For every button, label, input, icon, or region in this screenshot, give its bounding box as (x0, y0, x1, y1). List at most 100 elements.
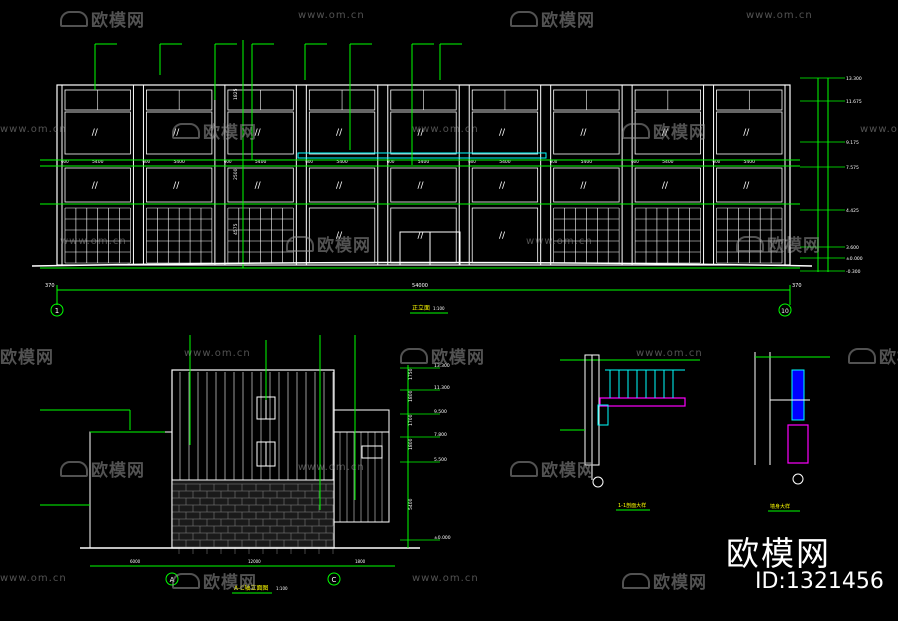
glass-panel (146, 111, 213, 155)
column-width-label: 600 (713, 159, 721, 164)
glass-panel (471, 111, 539, 155)
total-width-label: 54000 (412, 283, 428, 289)
glass-mark: // (418, 128, 425, 138)
detail2-window-frame (791, 369, 805, 421)
glass-panel (553, 167, 620, 203)
side-level-markers: 13.30011.3009.5007.8005.500±0.0001750180… (400, 363, 451, 541)
level-value: 7.575 (846, 165, 859, 171)
bay-width-label: 5400 (173, 159, 185, 165)
side-bottom-dim-2: 12000 (248, 559, 261, 564)
side-level-value: 9.500 (434, 409, 447, 415)
brand-id: ID:1321456 (755, 569, 884, 594)
column-width-label: 600 (61, 159, 69, 164)
glass-mark: // (662, 128, 669, 138)
side-dim-value: 1700 (408, 414, 414, 426)
detail1-railing (609, 370, 674, 398)
axis-bubble-c (327, 572, 341, 586)
bay-width-label: 5400 (92, 159, 104, 165)
glass-mark: // (743, 128, 750, 138)
side-level-value: 13.300 (434, 363, 450, 369)
glass-panel (64, 167, 131, 203)
front-elevation: // // 5400 600 // // 5400 600 // // 5400 600 // // // 5… (31, 40, 863, 317)
bay-width-label: 5400 (744, 159, 756, 165)
side-level-value: 7.800 (434, 432, 447, 438)
side-dim-value: 1800 (408, 390, 414, 402)
glass-panel (471, 167, 539, 203)
level-value: ±0.000 (846, 256, 863, 262)
glass-mark: // (580, 128, 587, 138)
glass-panel (634, 167, 701, 203)
column-width-label: 600 (224, 159, 232, 164)
side-scale: 1:100 (276, 586, 288, 591)
glass-mark: // (662, 181, 669, 191)
level-value: 3.600 (846, 245, 859, 251)
bay-width-label: 5400 (499, 159, 511, 165)
glass-mark: // (499, 231, 506, 241)
axis-label-c: C (332, 576, 337, 584)
glass-panel (308, 167, 376, 203)
glass-panel (716, 167, 783, 203)
glass-mark: // (336, 231, 343, 241)
column-width-label: 600 (550, 159, 558, 164)
glass-panel (227, 167, 294, 203)
column-width-label: 600 (468, 159, 476, 164)
glass-panel (634, 111, 701, 155)
side-bottom-dim-1: 6000 (130, 559, 141, 564)
elevation-bays: // // 5400 600 // // 5400 600 // // 5400 600 // // // 5… (61, 40, 786, 268)
side-dim-value: 5400 (408, 498, 414, 510)
glass-panel (64, 111, 131, 155)
level-value: 11.675 (846, 99, 862, 105)
glass-panel (390, 111, 457, 155)
glass-mark: // (743, 181, 750, 191)
side-dim-value: 1800 (408, 438, 414, 450)
glass-panel (553, 111, 620, 155)
detail1-beam (597, 404, 609, 426)
glass-mark: // (92, 128, 99, 138)
section-detail-1: 1-1剖面大样 (560, 354, 700, 511)
level-value: 4.425 (846, 208, 859, 214)
vertical-dim-label: 4575 (233, 223, 239, 235)
glass-panel (716, 111, 783, 155)
annex-vent (361, 445, 383, 459)
end-offset-right: 370 (792, 283, 802, 289)
axis-label-1: 1 (55, 307, 59, 315)
glass-mark: // (255, 128, 262, 138)
end-offset-left: 370 (45, 283, 55, 289)
glass-panel (308, 111, 376, 155)
glass-mark: // (418, 231, 425, 241)
detail1-slab (599, 397, 686, 407)
glass-panel (227, 111, 294, 155)
column-width-label: 600 (305, 159, 313, 164)
glass-mark: // (173, 181, 180, 191)
elevation-scale: 1:100 (433, 306, 445, 311)
side-title: A-C轴立面图 (234, 584, 268, 592)
glass-panel (146, 167, 213, 203)
bay-width-label: 5400 (336, 159, 348, 165)
glass-mark: // (499, 181, 506, 191)
vertical-dim-label: 2500 (233, 168, 239, 180)
side-brick-base (171, 479, 335, 549)
column-width-label: 600 (387, 159, 395, 164)
axis-bubble-10 (778, 303, 792, 317)
axis-label-a: A (170, 576, 175, 584)
glass-mark: // (580, 181, 587, 191)
glass-panel (390, 167, 457, 203)
side-level-value: 11.300 (434, 385, 450, 391)
detail1-title: 1-1剖面大样 (618, 502, 646, 509)
side-cladding (179, 372, 334, 480)
brand-name: 欧模网 (726, 534, 831, 573)
glass-mark: // (255, 181, 262, 191)
level-value: -0.300 (846, 269, 861, 275)
bay-width-label: 5400 (255, 159, 267, 165)
vertical-dim-label: 1825 (233, 88, 239, 100)
ground-line (31, 261, 813, 267)
side-low-wall (89, 431, 173, 549)
section-detail-2: 墙身大样 (754, 352, 830, 512)
detail1-axis-bubble (592, 476, 604, 488)
detail2-sill (787, 424, 809, 464)
bay-width-label: 5400 (581, 159, 593, 165)
glass-mark: // (418, 181, 425, 191)
side-elevation: 13.30011.3009.5007.8005.500±0.0001750180… (40, 335, 451, 594)
glass-mark: // (336, 181, 343, 191)
level-value: 9.175 (846, 140, 859, 146)
